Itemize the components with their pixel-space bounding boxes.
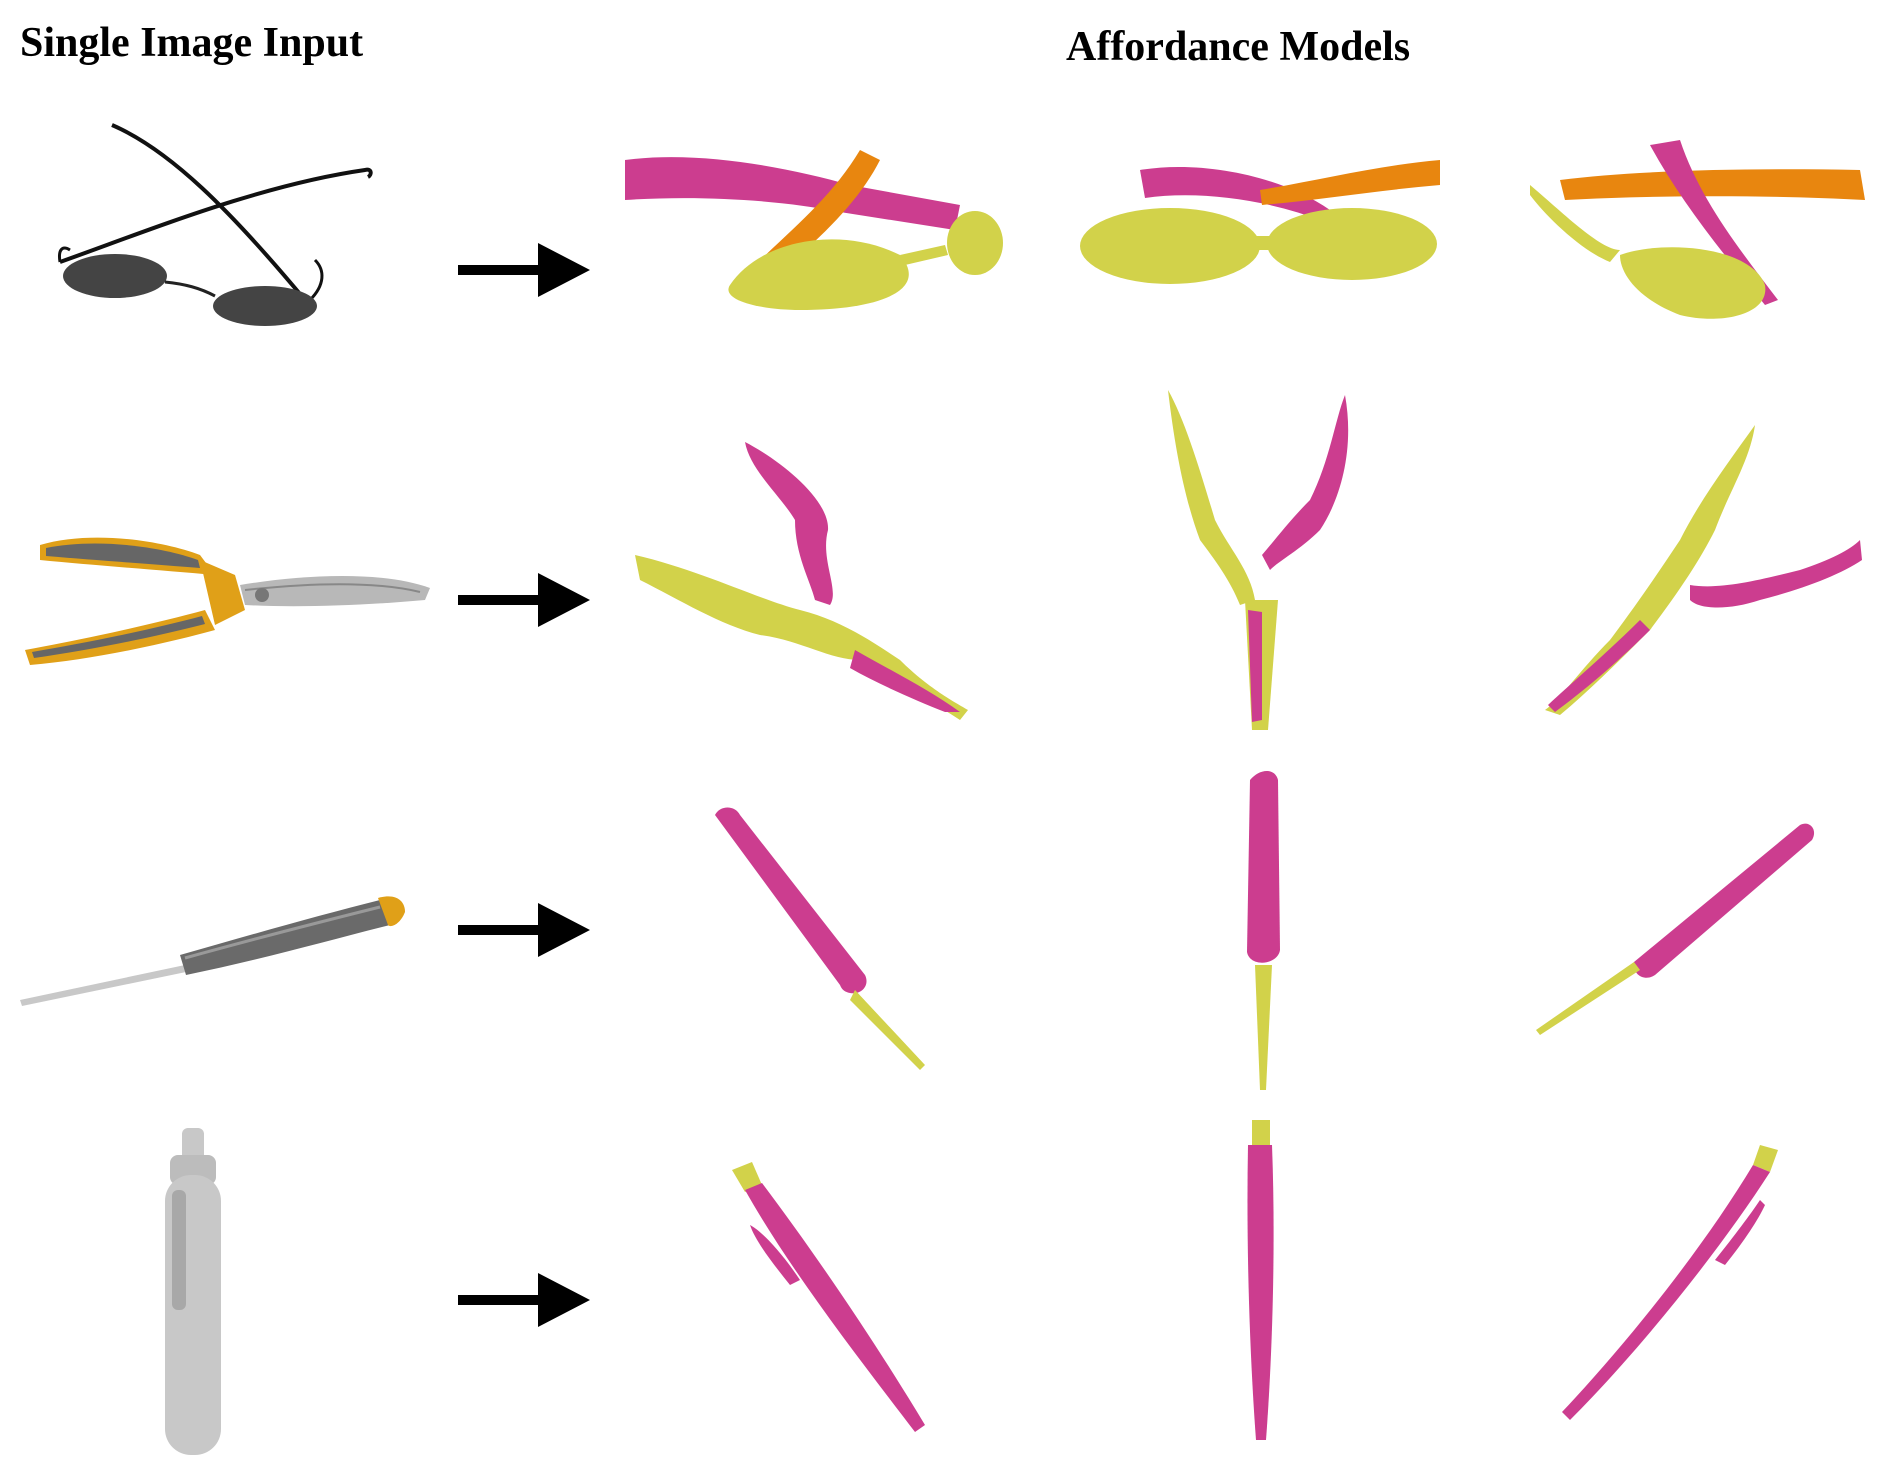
affordance-view-screwdriver-3 bbox=[1536, 823, 1815, 1035]
affordance-view-screwdriver-2 bbox=[1247, 771, 1280, 1090]
affordance-view-sunglasses-1 bbox=[625, 150, 1003, 310]
arrow-right-icon bbox=[458, 903, 590, 957]
input-image-sunglasses bbox=[58, 123, 373, 326]
heading-output: Affordance Models bbox=[1066, 24, 1410, 70]
affordance-view-sunglasses-3 bbox=[1530, 140, 1865, 319]
arrow-right-icon bbox=[458, 243, 590, 297]
affordance-view-sunglasses-2 bbox=[1080, 160, 1440, 284]
arrow-right-icon bbox=[458, 1273, 590, 1327]
affordance-view-pen-1 bbox=[732, 1162, 925, 1432]
arrow-right-icon bbox=[458, 573, 590, 627]
row-pen bbox=[165, 1120, 1778, 1455]
heading-input: Single Image Input bbox=[20, 20, 363, 66]
input-image-pen bbox=[165, 1128, 221, 1455]
affordance-view-pen-2 bbox=[1247, 1120, 1274, 1440]
affordance-view-shears-2 bbox=[1168, 390, 1349, 730]
input-image-screwdriver bbox=[20, 896, 405, 1006]
affordance-view-shears-1 bbox=[635, 442, 968, 720]
row-shears bbox=[25, 390, 1862, 730]
row-sunglasses bbox=[58, 123, 1865, 326]
input-image-shears bbox=[25, 537, 430, 665]
affordance-view-screwdriver-1 bbox=[715, 807, 925, 1070]
row-screwdriver bbox=[20, 771, 1815, 1090]
affordance-view-pen-3 bbox=[1562, 1145, 1778, 1420]
affordance-view-shears-3 bbox=[1545, 425, 1862, 715]
